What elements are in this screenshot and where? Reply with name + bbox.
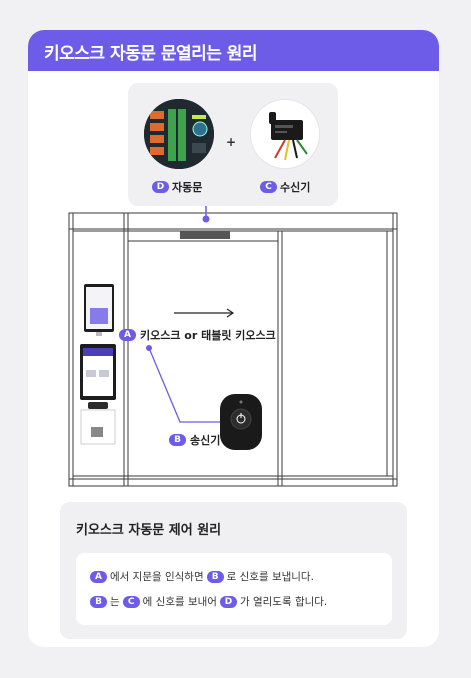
step1-text-2: 로 신호를 보냅니다. <box>226 571 314 583</box>
content-card: 키오스크 자동문 문열리는 원리 <box>28 30 439 647</box>
header-bar: 키오스크 자동문 문열리는 원리 <box>28 30 439 71</box>
step2-badge-c: C <box>122 595 140 608</box>
remote-transmitter-fob <box>220 394 262 450</box>
badge-c: C <box>260 181 277 193</box>
kiosk-stand-device <box>80 344 116 445</box>
door-sensor <box>180 231 230 239</box>
transmitter-label-text: 송신기 <box>190 434 221 447</box>
step1-badge-b: B <box>206 570 224 583</box>
control-principle-steps: A 에서 지문을 인식하면 B 로 신호를 보냅니다. B 는 C 에 신호를 … <box>76 553 392 625</box>
step-1: A 에서 지문을 인식하면 B 로 신호를 보냅니다. <box>90 569 314 584</box>
step2-text-2: 에 신호를 보내어 <box>142 596 217 608</box>
kiosk-tablet-device <box>84 284 114 336</box>
badge-a: A <box>119 329 136 341</box>
arrow-right-icon <box>174 308 235 318</box>
device-d-caption: D 자동문 <box>152 179 202 195</box>
step2-text-3: 가 열리도록 합니다. <box>239 596 328 608</box>
plus-sign: + <box>226 135 237 149</box>
step2-text-1: 는 <box>110 596 120 608</box>
connector-dot <box>202 215 210 223</box>
step1-text-1: 에서 지문을 인식하면 <box>110 571 204 583</box>
page-title: 키오스크 자동문 문열리는 원리 <box>44 44 258 64</box>
transmitter-label: B 송신기 <box>169 432 220 448</box>
connector-a-b <box>148 347 224 423</box>
door-diagram <box>68 206 398 487</box>
step1-badge-a: A <box>90 570 107 583</box>
step2-badge-d: D <box>219 595 237 608</box>
device-c-label: 수신기 <box>280 181 311 194</box>
automatic-door-controller-photo <box>144 99 214 169</box>
device-panel: + D 자동문 C 수신기 <box>128 83 338 206</box>
control-principle-title: 키오스크 자동문 제어 원리 <box>76 523 222 538</box>
device-c-caption: C 수신기 <box>260 179 310 195</box>
badge-b: B <box>169 434 186 446</box>
receiver-module-photo <box>250 99 320 169</box>
badge-d: D <box>152 181 169 193</box>
control-principle-box: 키오스크 자동문 제어 원리 A 에서 지문을 인식하면 B 로 신호를 보냅니… <box>60 502 407 639</box>
step-2: B 는 C 에 신호를 보내어 D 가 열리도록 합니다. <box>90 594 327 609</box>
device-d-label: 자동문 <box>172 181 203 194</box>
kiosk-label-text: 키오스크 or 태블릿 키오스크 <box>140 329 276 342</box>
kiosk-label: A 키오스크 or 태블릿 키오스크 <box>119 327 276 343</box>
door-frame <box>68 212 398 487</box>
step2-badge-b: B <box>90 595 107 608</box>
